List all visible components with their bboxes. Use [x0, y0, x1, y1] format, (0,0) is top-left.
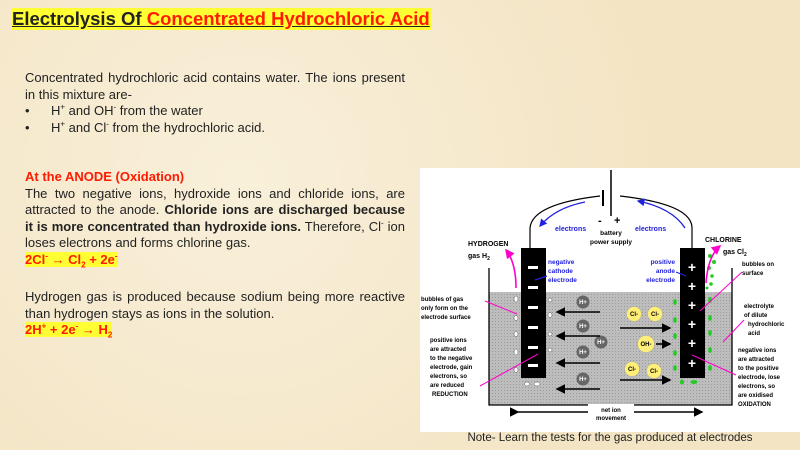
anode-section: At the ANODE (Oxidation) The two negativ… — [25, 169, 405, 270]
svg-text:positive ions: positive ions — [430, 338, 467, 344]
svg-text:to the negative: to the negative — [430, 356, 473, 362]
svg-text:+: + — [688, 335, 696, 351]
anode-text: The two negative ions, hydroxide ions an… — [25, 185, 405, 251]
svg-text:positive: positive — [650, 259, 675, 266]
electron-arrow-left — [539, 201, 586, 227]
hydrogen-gas-arrow — [505, 248, 517, 289]
svg-text:Cl-: Cl- — [650, 369, 658, 375]
anode-equation: 2Cl- → Cl2 + 2e- — [25, 251, 118, 270]
battery-plus: + — [614, 215, 620, 227]
title-part1: Electrolysis Of — [12, 8, 147, 29]
svg-text:negative ions: negative ions — [738, 348, 777, 354]
bubbles-right-label: bubbles on surface — [742, 262, 774, 277]
svg-text:OH-: OH- — [641, 342, 652, 348]
svg-text:Cl-: Cl- — [630, 312, 638, 318]
svg-text:to the positive: to the positive — [738, 366, 779, 372]
svg-text:electrons, so: electrons, so — [738, 384, 775, 390]
svg-text:of dilute: of dilute — [744, 313, 768, 319]
negative-ions-label: negative ions are attracted to the positiv… — [738, 348, 781, 408]
cathode-label: negative cathode electrode — [548, 259, 577, 284]
svg-text:H+: H+ — [579, 377, 587, 383]
svg-text:bubbles on: bubbles on — [742, 262, 774, 268]
chlorine-gas-label: gas Cl2 — [723, 249, 747, 258]
wire — [529, 195, 693, 250]
electrons-label-left: electrons — [555, 226, 586, 233]
anode-electrode — [680, 248, 705, 378]
ion-arrows — [555, 307, 672, 394]
svg-text:electrode: electrode — [646, 277, 675, 284]
intro-text: Concentrated hydrochloric acid contains … — [25, 70, 405, 102]
svg-text:are attracted: are attracted — [430, 347, 466, 353]
net-ion-label: net ion — [601, 408, 621, 414]
svg-text:+: + — [688, 278, 696, 294]
electrolysis-diagram: electrons electrons - + battery power su… — [420, 168, 800, 432]
svg-text:H+: H+ — [579, 350, 587, 356]
net-ion-label-2: movement — [596, 416, 626, 422]
svg-text:cathode: cathode — [548, 268, 573, 275]
cathode-signs — [528, 266, 538, 367]
svg-text:only form on the: only form on the — [421, 306, 469, 312]
note-text: Note- Learn the tests for the gas produc… — [467, 432, 753, 444]
hydrogen-ions: H+ H+ H+ H+ H+ — [576, 295, 608, 386]
bullet-item: •H+ and OH- from the water — [25, 102, 203, 118]
svg-text:+: + — [688, 259, 696, 275]
hydrogen-text: Hydrogen gas is produced because sodium … — [25, 289, 405, 321]
svg-text:REDUCTION: REDUCTION — [432, 392, 468, 398]
bubbles-left-label: bubbles of gas only form on the electrode … — [421, 297, 471, 321]
electrons-label-right: electrons — [635, 226, 666, 233]
svg-text:bubbles of gas: bubbles of gas — [421, 297, 464, 303]
svg-text:hydrochloric: hydrochloric — [748, 322, 785, 328]
chlorine-label: CHLORINE — [705, 237, 742, 244]
svg-text:acid: acid — [748, 331, 760, 337]
battery-minus: - — [598, 215, 602, 227]
svg-text:+: + — [688, 297, 696, 313]
hydrogen-label: HYDROGEN — [468, 241, 508, 248]
svg-text:negative: negative — [548, 259, 575, 266]
electrolyte-label: electrolyte of dilute hydrochloric acid — [744, 304, 785, 337]
positive-ions-label: positive ions are attracted to the negativ… — [430, 338, 473, 398]
page-title: Electrolysis Of Concentrated Hydrochlori… — [11, 8, 431, 30]
title-part2: Concentrated Hydrochloric Acid — [146, 8, 430, 29]
battery-label-2: power supply — [590, 239, 632, 246]
hydrogen-section: Hydrogen gas is produced because sodium … — [25, 289, 405, 339]
svg-text:Cl-: Cl- — [628, 367, 636, 373]
svg-text:electrode: electrode — [548, 277, 577, 284]
svg-text:surface: surface — [742, 271, 764, 277]
svg-text:electrode surface: electrode surface — [421, 315, 471, 321]
svg-text:electrons, so: electrons, so — [430, 374, 467, 380]
svg-text:anode: anode — [656, 268, 676, 275]
battery-label: battery — [600, 230, 622, 237]
svg-text:H+: H+ — [579, 300, 587, 306]
svg-text:electrode, lose: electrode, lose — [738, 375, 781, 381]
chlorine-gas-arrow — [705, 244, 722, 284]
hydrogen-bubbles — [513, 295, 553, 387]
anode-signs: + + + + + + — [688, 259, 696, 371]
electron-arrow-right — [636, 198, 686, 229]
svg-text:electrolyte: electrolyte — [744, 304, 775, 310]
bullet-item: •H+ and Cl- from the hydrochloric acid. — [25, 119, 266, 135]
anion-ions: Cl- Cl- OH- Cl- Cl- — [624, 306, 663, 379]
svg-text:are oxidised: are oxidised — [738, 393, 773, 399]
cathode-equation: 2H+ + 2e- → H2 — [25, 321, 113, 340]
svg-text:are reduced: are reduced — [430, 383, 464, 389]
svg-text:OXIDATION: OXIDATION — [738, 402, 771, 408]
hydrogen-gas-label: gas H2 — [468, 253, 490, 262]
svg-text:are attracted: are attracted — [738, 357, 774, 363]
svg-text:electrode, gain: electrode, gain — [430, 365, 473, 371]
anode-label: positive anode electrode — [646, 259, 675, 284]
svg-text:+: + — [688, 355, 696, 371]
svg-text:Cl-: Cl- — [651, 312, 659, 318]
anode-heading: At the ANODE (Oxidation) — [25, 169, 185, 184]
svg-text:H+: H+ — [579, 324, 587, 330]
svg-text:+: + — [688, 316, 696, 332]
intro-section: Concentrated hydrochloric acid contains … — [25, 70, 405, 136]
svg-text:H+: H+ — [597, 340, 605, 346]
